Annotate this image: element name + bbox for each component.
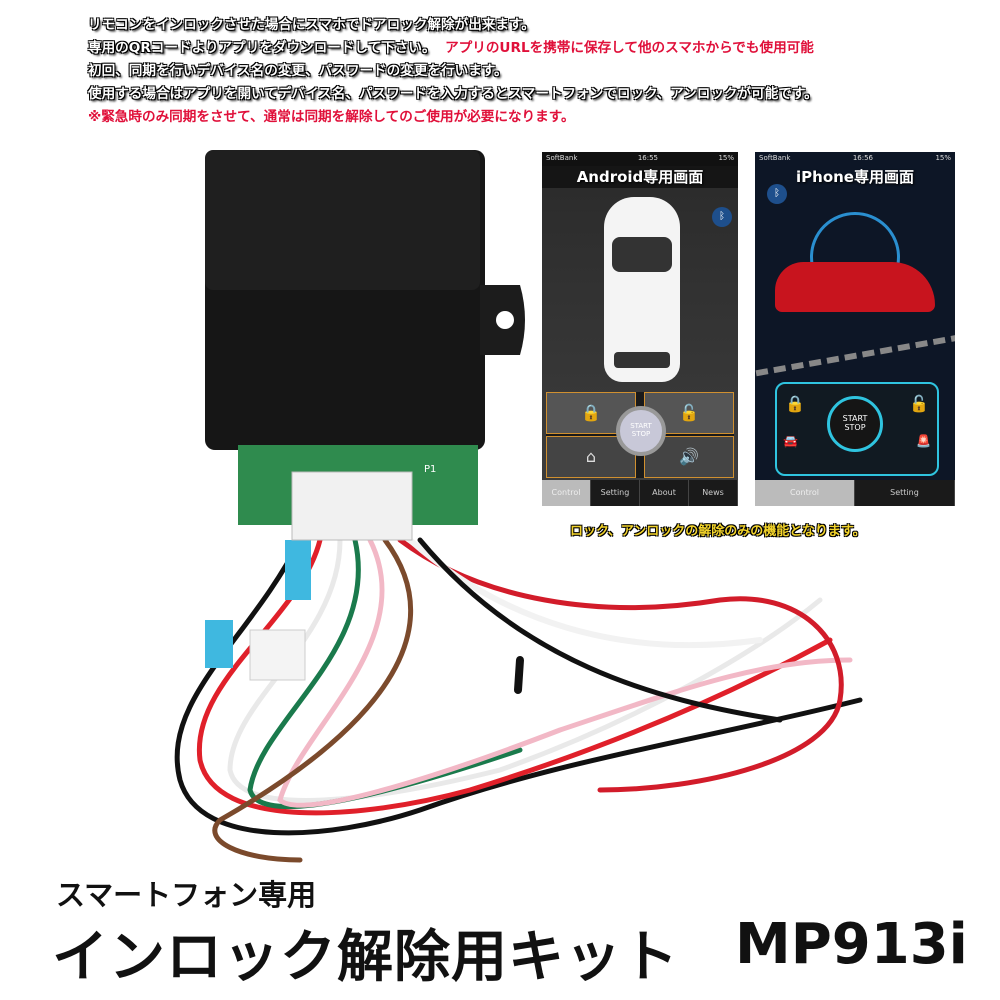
time: 16:55 bbox=[637, 154, 659, 162]
fuse-holder bbox=[285, 540, 311, 600]
android-screen: SoftBank 16:55 15% Android専用画面 ᛒ 🔒 🔓 ⌂ 🔊 S… bbox=[542, 152, 738, 506]
start-label: START bbox=[630, 422, 652, 430]
road-line bbox=[755, 333, 955, 383]
tab-control[interactable]: Control bbox=[542, 480, 591, 506]
tab-bar: Control Setting bbox=[755, 480, 955, 506]
connector-plug bbox=[249, 629, 306, 681]
control-box-top bbox=[205, 150, 480, 290]
product-title: インロック解除用キット bbox=[52, 925, 679, 990]
fuse-holder bbox=[205, 620, 233, 668]
tab-control[interactable]: Control bbox=[755, 480, 855, 506]
time: 16:56 bbox=[852, 154, 874, 162]
product-subtitle: スマートフォン専用 bbox=[56, 878, 317, 912]
screen-title: Android専用画面 bbox=[542, 166, 738, 188]
tab-bar: Control Setting About News bbox=[542, 480, 738, 506]
battery: 15% bbox=[718, 154, 734, 162]
status-bar: SoftBank 16:55 15% bbox=[542, 152, 738, 166]
iphone-screen: SoftBank 16:56 15% iPhone専用画面 ᛒ 🔒 🔓 🚘 🚨 ST… bbox=[755, 152, 955, 506]
intro-text: リモコンをインロックさせた場合にスマホでドアロック解除が出来ます。 専用のQRコ… bbox=[88, 14, 968, 129]
car-alarm-icon[interactable]: 🚨 bbox=[916, 434, 931, 448]
connector-label: P1 bbox=[424, 464, 436, 475]
intro-line-text: 専用のQRコードよりアプリをダウンロードして下さい。 bbox=[88, 40, 436, 56]
bluetooth-icon[interactable]: ᛒ bbox=[767, 184, 787, 204]
intro-line-red: アプリのURLを携帯に保存して他のスマホからでも使用可能 bbox=[445, 40, 814, 56]
unlock-icon[interactable]: 🔓 bbox=[909, 394, 929, 413]
battery: 15% bbox=[935, 154, 951, 162]
screen-title: iPhone専用画面 bbox=[796, 168, 914, 186]
intro-line: 初回、同期を行いデバイス名の変更、パスワードの変更を行います。 bbox=[88, 63, 508, 79]
tab-setting[interactable]: Setting bbox=[855, 480, 955, 506]
car-top-view bbox=[604, 197, 680, 382]
intro-line: 専用のQRコードよりアプリをダウンロードして下さい。 アプリのURLを携帯に保存… bbox=[88, 37, 968, 60]
tab-about[interactable]: About bbox=[640, 480, 689, 506]
wires bbox=[174, 537, 863, 863]
car-icon[interactable]: 🚘 bbox=[783, 434, 798, 448]
bluetooth-icon[interactable]: ᛒ bbox=[712, 207, 732, 227]
tab-news[interactable]: News bbox=[689, 480, 738, 506]
mounting-hole bbox=[496, 311, 514, 329]
carrier: SoftBank bbox=[546, 154, 578, 162]
carrier: SoftBank bbox=[759, 154, 791, 162]
model-number: MP913i bbox=[735, 912, 968, 977]
warning-line: ※緊急時のみ同期をさせて、通常は同期を解除してのご使用が必要になります。 bbox=[88, 109, 575, 125]
connector-header bbox=[291, 471, 413, 541]
intro-line: リモコンをインロックさせた場合にスマホでドアロック解除が出来ます。 bbox=[88, 17, 535, 33]
lock-icon[interactable]: 🔒 bbox=[785, 394, 805, 413]
red-car bbox=[775, 262, 935, 312]
status-bar: SoftBank 16:56 15% bbox=[755, 152, 955, 166]
start-label: START bbox=[842, 414, 868, 423]
stop-label: STOP bbox=[631, 430, 651, 438]
stop-label: STOP bbox=[844, 423, 866, 432]
intro-line: 使用する場合はアプリを開いてデバイス名、パスワードを入力するとスマートフォンでロ… bbox=[88, 86, 818, 102]
tab-setting[interactable]: Setting bbox=[591, 480, 640, 506]
feature-caption: ロック、アンロックの解除のみの機能となります。 bbox=[570, 524, 866, 539]
